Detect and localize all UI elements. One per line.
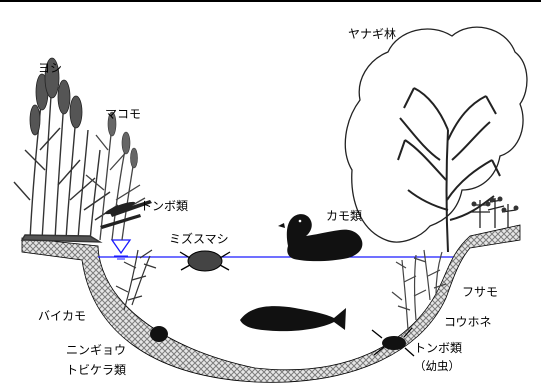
water-level-triangle-icon [110,239,132,260]
dragonfly-larva-illustration [371,327,415,357]
fish-silhouette [240,306,346,332]
label-dragonfly-larva: トンボ類 [414,341,462,355]
label-fusamo: フサモ [462,285,498,299]
water-crowfoot-plant [115,249,157,311]
label-willow-forest: ヤナギ林 [348,27,396,41]
label-goby: ニンギョウ [66,343,126,357]
label-larva-note: （幼虫） [414,359,460,373]
label-dragonfly: トンボ類 [140,199,188,213]
label-koukohone: コウホネ [444,315,492,329]
caddisfly-larva-illustration [150,326,168,342]
reed-plants-illustration [13,57,119,243]
label-wild-rice: マコモ [105,107,141,121]
whirligig-beetle-illustration [179,250,231,272]
label-reed: ヨシ [38,61,62,75]
label-water-crowfoot: バイカモ [38,309,86,323]
duck-silhouette [278,214,363,262]
wild-rice-plants-illustration [85,111,146,241]
fusamo-plant [391,254,427,331]
label-caddisfly: トビケラ類 [66,363,126,377]
willow-tree-illustration [344,26,528,253]
label-whirligig: ミズスマシ [169,231,229,246]
label-duck: カモ類 [326,209,362,223]
dragonfly-silhouettes [100,200,152,229]
koukohone-plant [413,249,447,301]
